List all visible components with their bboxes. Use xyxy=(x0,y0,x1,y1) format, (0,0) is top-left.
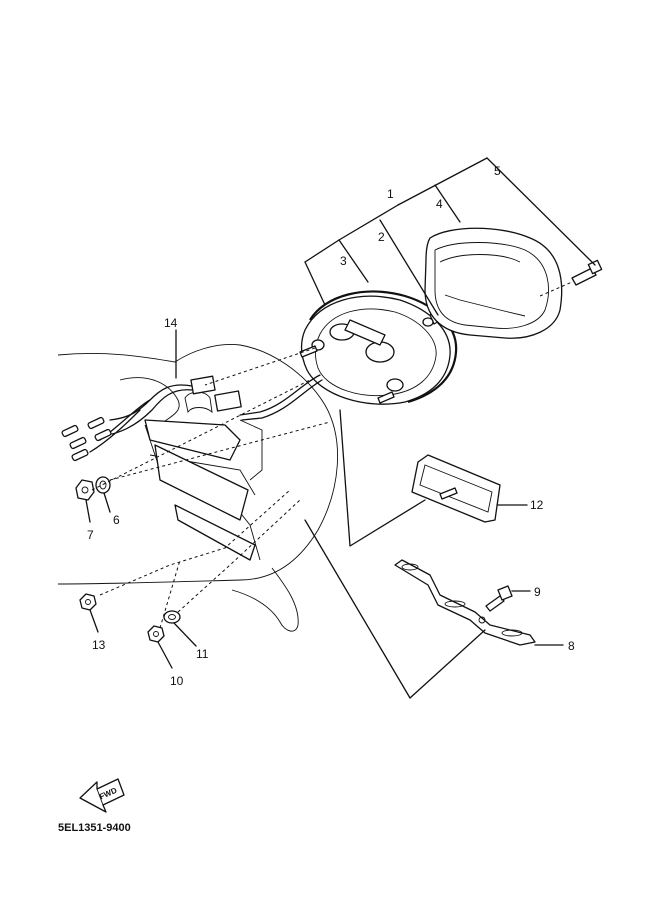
hardware-13-nut xyxy=(79,593,97,611)
fwd-arrow-icon: FWD xyxy=(79,778,125,813)
taillight-base xyxy=(300,295,451,405)
callout-3: 3 xyxy=(340,254,347,268)
hardware-10-nut xyxy=(147,625,165,643)
callout-4: 4 xyxy=(436,197,443,211)
callout-7: 7 xyxy=(87,528,94,542)
assembly-lines xyxy=(91,347,331,629)
hardware-7-nut xyxy=(75,479,95,501)
callout-9: 9 xyxy=(534,585,541,599)
callouts: 1 2 3 4 5 6 7 8 9 10 11 12 13 14 xyxy=(87,164,575,688)
callout-1: 1 xyxy=(387,187,394,201)
callout-5: 5 xyxy=(494,164,501,178)
callout-10: 10 xyxy=(170,674,184,688)
callout-14: 14 xyxy=(164,316,178,330)
hardware-11-washer xyxy=(163,610,181,624)
license-bracket xyxy=(394,559,536,646)
callout-8: 8 xyxy=(568,639,575,653)
taillight-lens xyxy=(424,227,563,339)
callout-11: 11 xyxy=(196,647,209,661)
callout-13: 13 xyxy=(92,638,106,652)
callout-2: 2 xyxy=(378,230,385,244)
callout-12: 12 xyxy=(530,498,544,512)
bolt-9 xyxy=(485,585,513,612)
fender-bracket xyxy=(144,391,256,561)
wiring-harness xyxy=(61,374,323,462)
license-light xyxy=(411,454,501,523)
leader-lines xyxy=(85,157,596,699)
callout-6: 6 xyxy=(113,513,120,527)
drawing-code: 5EL1351-9400 xyxy=(58,822,131,834)
